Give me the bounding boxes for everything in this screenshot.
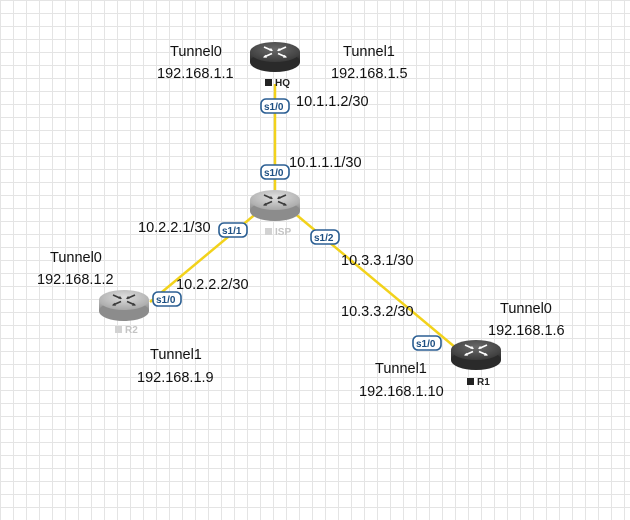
hq-tunnel0-name: Tunnel0 (170, 44, 222, 60)
hq-tunnel1-ip: 192.168.1.5 (331, 66, 408, 82)
hq-s10-ip: 10.1.1.2/30 (296, 94, 369, 110)
annotations: Tunnel0 192.168.1.1 Tunnel1 192.168.1.5 … (37, 44, 565, 400)
hq-tunnel0-ip: 192.168.1.1 (157, 66, 234, 82)
port-label: s1/0 (264, 102, 284, 113)
router-name-r2: R2 (115, 325, 138, 336)
router-name-r1-text: R1 (477, 377, 490, 388)
router-hq[interactable] (250, 42, 300, 72)
port-label: s1/0 (416, 339, 436, 350)
router-arrows-icon (464, 344, 488, 356)
port-label: s1/1 (222, 226, 242, 237)
links (149, 84, 463, 354)
port-badge-isp-s11[interactable]: s1/1 (218, 222, 248, 238)
r2-tunnel0-ip: 192.168.1.2 (37, 272, 114, 288)
router-r1[interactable] (451, 340, 501, 370)
isp-s11-ip: 10.2.2.1/30 (138, 220, 211, 236)
router-name-hq-text: HQ (275, 78, 290, 89)
port-badge-r2-s10[interactable]: s1/0 (152, 291, 182, 307)
r2-tunnel0-name: Tunnel0 (50, 250, 102, 266)
hq-tunnel1-name: Tunnel1 (343, 44, 395, 60)
r1-tunnel1-name: Tunnel1 (375, 361, 427, 377)
r1-tunnel1-ip: 192.168.1.10 (359, 384, 444, 400)
status-square-hq (265, 79, 272, 86)
router-name-isp-text: ISP (275, 227, 291, 238)
r1-tunnel0-ip: 192.168.1.6 (488, 323, 565, 339)
port-label: s1/2 (314, 233, 334, 244)
router-name-isp: ISP (265, 227, 291, 238)
router-name-r2-text: R2 (125, 325, 138, 336)
router-arrows-icon (112, 294, 136, 306)
port-label: s1/0 (156, 295, 176, 306)
port-badge-isp-s10[interactable]: s1/0 (260, 164, 290, 180)
port-badge-r1-s10[interactable]: s1/0 (412, 335, 442, 351)
router-name-r1: R1 (467, 377, 490, 388)
status-square-isp (265, 228, 272, 235)
status-square-r2 (115, 326, 122, 333)
router-isp[interactable] (250, 190, 300, 221)
port-badge-hq-s10[interactable]: s1/0 (260, 98, 290, 114)
r2-tunnel1-ip: 192.168.1.9 (137, 370, 214, 386)
port-label: s1/0 (264, 168, 284, 179)
router-name-hq: HQ (265, 78, 290, 89)
isp-s10-ip: 10.1.1.1/30 (289, 155, 362, 171)
isp-s12-ip: 10.3.3.1/30 (341, 253, 414, 269)
status-square-r1 (467, 378, 474, 385)
port-badge-isp-s12[interactable]: s1/2 (310, 229, 340, 245)
r2-s10-ip: 10.2.2.2/30 (176, 277, 249, 293)
r1-s10-ip: 10.3.3.2/30 (341, 304, 414, 320)
router-r2[interactable] (99, 290, 149, 321)
router-arrows-icon (263, 194, 287, 206)
r2-tunnel1-name: Tunnel1 (150, 347, 202, 363)
r1-tunnel0-name: Tunnel0 (500, 301, 552, 317)
router-arrows-icon (263, 46, 287, 58)
